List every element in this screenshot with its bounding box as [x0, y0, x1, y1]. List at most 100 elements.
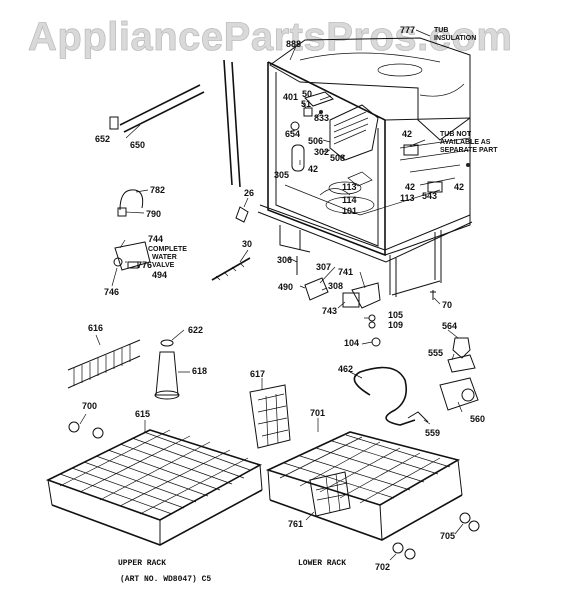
strip-650-a: [119, 84, 201, 126]
insulation-contour: [299, 52, 441, 63]
lower-rack: [265, 431, 463, 541]
lower-rack-wires-b: [279, 436, 441, 504]
label-650: 650: [130, 140, 145, 150]
label-741: 741: [338, 267, 353, 277]
label-490: 490: [278, 282, 293, 292]
basket-617: [249, 384, 291, 449]
label-308: 308: [328, 281, 343, 291]
label-761: 761: [288, 519, 303, 529]
spray-arm-hub: [328, 181, 362, 195]
tub-legs: [389, 230, 442, 297]
note-not-available-2: AVAILABLE AS: [440, 139, 491, 146]
water-valve: [114, 241, 151, 271]
label-615: 615: [135, 409, 150, 419]
label-652: 652: [95, 134, 110, 144]
roller-702-b: [404, 548, 416, 560]
note-not-available-3: SEPARATE PART: [440, 147, 498, 154]
detergent-dispenser: [329, 104, 379, 161]
label-506: 506: [308, 136, 323, 146]
label-26: 26: [244, 188, 254, 198]
screw-70: [430, 290, 436, 300]
motor-743: [342, 292, 360, 308]
label-543: 543: [422, 191, 437, 201]
roller-700-a: [68, 421, 80, 433]
label-701: 701: [310, 408, 325, 418]
label-617: 617: [250, 369, 265, 379]
dispenser-ribs: [333, 111, 369, 145]
part-401: [303, 107, 313, 117]
bracket-307-308: [304, 277, 329, 301]
tub-assembly: [257, 37, 473, 297]
part-555: [447, 354, 476, 373]
label-743: 743: [322, 306, 337, 316]
roller-702-a: [392, 542, 404, 554]
label-705: 705: [440, 531, 455, 541]
tower-base: [154, 390, 180, 400]
valve-fitting: [113, 257, 123, 267]
insulation-dome: [377, 63, 423, 77]
washer-105: [368, 314, 376, 322]
label-104: 104: [344, 338, 359, 348]
tub-base-edge: [259, 204, 471, 251]
label-555: 555: [428, 348, 443, 358]
tub-side-wall: [384, 117, 471, 256]
lower-rack-posts: [267, 459, 463, 541]
note-complete-3: VALVE: [152, 262, 175, 269]
clamp-790: [117, 207, 127, 217]
label-30: 30: [242, 239, 252, 249]
lower-rack-bottom: [269, 494, 463, 541]
note-tub: TUB: [434, 27, 448, 34]
label-401: 401: [283, 92, 298, 102]
label-494: 494: [152, 270, 167, 280]
clip-652: [109, 116, 119, 130]
label-305: 305: [274, 170, 289, 180]
vent-305: [291, 144, 305, 172]
label-654: 654: [285, 129, 300, 139]
fitting-559: [407, 411, 429, 423]
note-not-available-1: TUB NOT: [440, 131, 472, 138]
label-70: 70: [442, 300, 452, 310]
label-888: 888: [286, 39, 301, 49]
cap-622: [160, 339, 174, 347]
note-complete-1: COMPLETE: [148, 246, 187, 253]
tub-inner-frame: [275, 72, 379, 247]
roller-705-b: [468, 520, 480, 532]
label-777: 777: [400, 25, 415, 35]
label-306: 306: [277, 255, 292, 265]
wire-harness: [399, 137, 471, 186]
label-702: 702: [375, 562, 390, 572]
tub-insulation-shape: [269, 37, 471, 141]
label-302: 302: [314, 147, 329, 157]
label-508: 508: [330, 153, 345, 163]
label-790: 790: [146, 209, 161, 219]
caption-lower-rack: LOWER RACK: [298, 559, 346, 568]
shelf-rails: [67, 339, 141, 389]
label-700: 700: [82, 401, 97, 411]
label-564: 564: [442, 321, 457, 331]
note-insulation: INSULATION: [434, 35, 476, 42]
label-113-b: 113: [400, 193, 415, 203]
label-782: 782: [150, 185, 165, 195]
valve-564: [452, 337, 471, 359]
label-616: 616: [88, 323, 103, 333]
hose-782: [119, 189, 144, 211]
caption-upper-rack: UPPER RACK: [118, 559, 166, 568]
door-gasket-strip: [109, 84, 205, 133]
spring-30: [211, 257, 251, 281]
shelf-616: [67, 339, 141, 389]
label-776: 776: [137, 260, 152, 270]
label-618: 618: [192, 366, 207, 376]
upper-rack-wires-b: [59, 429, 249, 515]
note-complete-2: WATER: [152, 254, 177, 261]
label-109: 109: [388, 320, 403, 330]
basket-761-grid: [315, 473, 349, 514]
label-42-c: 42: [405, 182, 415, 192]
part-50: [304, 91, 334, 107]
roller-705-a: [459, 512, 471, 524]
spring-coils: [215, 262, 245, 281]
label-42-d: 42: [454, 182, 464, 192]
label-42-b: 42: [308, 164, 318, 174]
label-559: 559: [425, 428, 440, 438]
